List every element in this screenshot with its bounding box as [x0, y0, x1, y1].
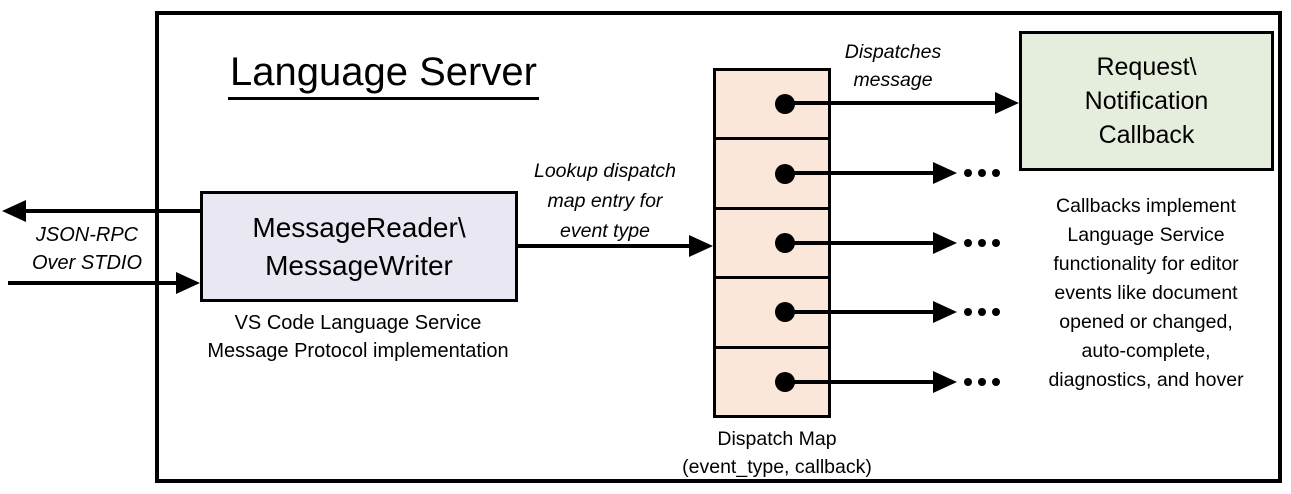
ellipsis-icon — [964, 307, 1002, 317]
callbacks-caption-line: opened or changed, — [1059, 311, 1233, 333]
lookup-label-line3: event type — [560, 220, 650, 242]
dispatch-map-label-line1: Dispatch Map — [717, 428, 837, 450]
callbacks-caption-line: auto-complete, — [1081, 340, 1211, 362]
arrow-line-dispatch-2 — [785, 171, 933, 175]
callbacks-caption-line: Callbacks implement — [1056, 195, 1236, 217]
message-reader-writer-box: MessageReader\ MessageWriter — [200, 191, 518, 302]
arrow-line-stdio-in — [8, 281, 176, 285]
arrow-line-dispatch-3 — [785, 241, 933, 245]
reader-box-line1: MessageReader\ — [252, 211, 466, 243]
dispatches-label-line2: message — [853, 69, 933, 91]
callbacks-caption-line: events like document — [1054, 282, 1238, 304]
reader-box-line2: MessageWriter — [265, 249, 453, 281]
arrowhead-left-icon — [2, 200, 26, 222]
arrowhead-right-icon — [176, 272, 200, 294]
dispatch-map-cell — [716, 71, 828, 141]
arrow-line-lookup — [517, 244, 689, 248]
json-rpc-label: JSON-RPC Over STDIO — [22, 221, 152, 277]
callback-box-line3: Callback — [1098, 121, 1195, 149]
callback-box-line1: Request\ — [1096, 53, 1197, 81]
language-server-frame — [155, 11, 1282, 483]
callbacks-caption-line: diagnostics, and hover — [1048, 369, 1244, 391]
json-rpc-label-line2: Over STDIO — [31, 252, 142, 274]
dispatch-map — [713, 68, 831, 418]
callback-box-line2: Notification — [1084, 87, 1209, 115]
arrowhead-right-icon — [689, 235, 713, 257]
ellipsis-icon — [964, 238, 1002, 248]
reader-caption: VS Code Language Service Message Protoco… — [168, 309, 548, 365]
dispatch-map-cell — [716, 140, 828, 210]
arrow-line-stdio-out — [24, 209, 200, 213]
dispatch-map-label-line2: (event_type, callback) — [682, 456, 872, 478]
reader-caption-line1: VS Code Language Service — [234, 312, 482, 334]
callbacks-caption: Callbacks implement Language Service fun… — [1013, 192, 1279, 395]
dispatches-label-line1: Dispatches — [844, 41, 942, 63]
dispatch-map-label: Dispatch Map (event_type, callback) — [661, 425, 893, 481]
reader-caption-line2: Message Protocol implementation — [207, 340, 509, 362]
callbacks-caption-line: Language Service — [1067, 224, 1225, 246]
arrow-line-dispatch-1 — [785, 101, 995, 105]
callbacks-caption-line: functionality for editor — [1053, 253, 1239, 275]
arrow-line-dispatch-5 — [785, 380, 933, 384]
diagram-title: Language Server — [228, 48, 539, 100]
arrowhead-right-icon — [933, 162, 957, 184]
dispatches-label: Dispatches message — [823, 38, 963, 94]
arrowhead-right-icon — [933, 371, 957, 393]
request-notification-callback-box: Request\ Notification Callback — [1019, 31, 1274, 171]
lookup-label-line1: Lookup dispatch — [533, 160, 677, 182]
ellipsis-icon — [964, 377, 1002, 387]
arrow-line-dispatch-4 — [785, 310, 933, 314]
lookup-label-line2: map entry for — [547, 190, 663, 212]
ellipsis-icon — [964, 168, 1002, 178]
lookup-label: Lookup dispatch map entry for event type — [505, 156, 705, 246]
arrowhead-right-icon — [933, 232, 957, 254]
arrowhead-right-icon — [995, 92, 1019, 114]
arrowhead-right-icon — [933, 301, 957, 323]
json-rpc-label-line1: JSON-RPC — [35, 224, 139, 246]
